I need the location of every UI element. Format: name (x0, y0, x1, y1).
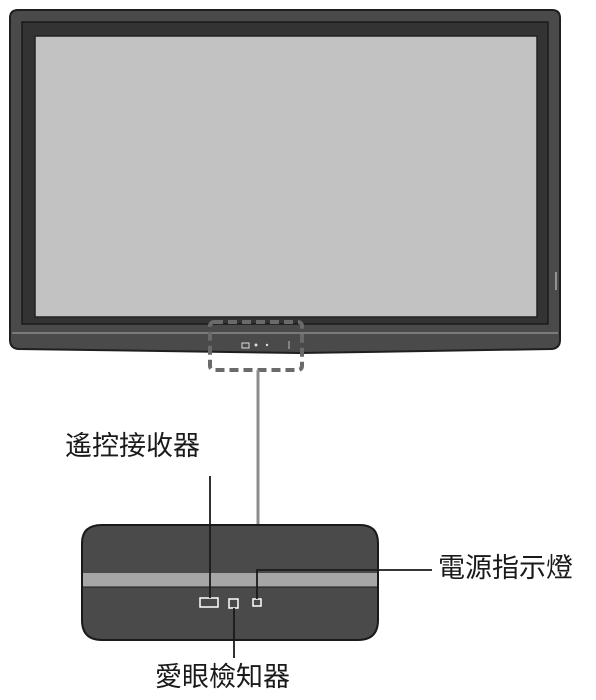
label-power-indicator: 電源指示燈 (438, 553, 573, 584)
leader-power-indicator (256, 569, 432, 599)
zoom-panel-stripe (83, 573, 377, 587)
tv-receiver-window (241, 342, 250, 349)
label-remote-receiver: 遙控接收器 (65, 431, 200, 462)
tv-sensor-dot (254, 343, 258, 347)
tv-screen (34, 35, 538, 318)
highlight-box (208, 320, 304, 372)
zoom-panel (81, 524, 379, 641)
label-eco-sensor: 愛眼檢知器 (155, 662, 290, 693)
remote-receiver-window (199, 597, 219, 608)
tv-power-dot (265, 343, 269, 347)
tv-set (9, 9, 561, 355)
